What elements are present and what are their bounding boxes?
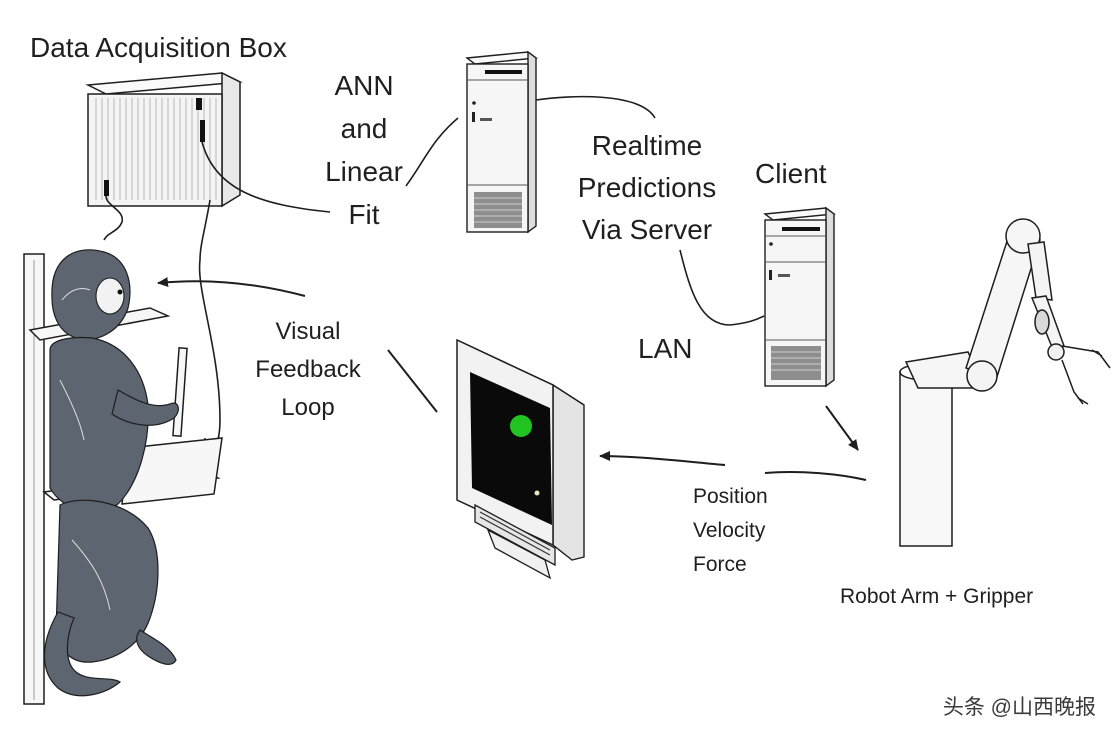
client-tower-icon bbox=[763, 206, 836, 388]
monkey-icon bbox=[23, 249, 223, 705]
client-label: Client bbox=[755, 158, 827, 189]
client-to-robot-arrow bbox=[825, 405, 859, 451]
feedback-arrow bbox=[157, 277, 306, 297]
robot-feedback-line bbox=[764, 471, 867, 481]
data-acquisition-box-icon bbox=[85, 71, 243, 208]
data-acquisition-box-label: Data Acquisition Box bbox=[30, 32, 287, 63]
target-dot-icon bbox=[510, 415, 532, 437]
robot-arm-gripper-label: Robot Arm + Gripper bbox=[840, 585, 1034, 608]
arrows bbox=[157, 277, 867, 481]
realtime-predictions-label: Realtime Predictions Via Server bbox=[577, 130, 717, 245]
ann-linear-fit-label: ANN and Linear Fit bbox=[325, 70, 403, 230]
server-tower-icon bbox=[465, 50, 538, 234]
visual-feedback-loop-label: Visual Feedback Loop bbox=[255, 318, 361, 421]
robot-arm-icon bbox=[899, 218, 1111, 547]
monitor-icon bbox=[456, 338, 585, 580]
robot-to-monitor-arrow bbox=[599, 451, 726, 466]
monitor-to-monkey-line bbox=[387, 349, 438, 413]
watermark: 头条 @山西晚报 bbox=[942, 696, 1096, 719]
lan-label: LAN bbox=[638, 333, 693, 364]
cables bbox=[103, 95, 765, 465]
cursor-dot-icon bbox=[534, 490, 540, 496]
position-velocity-force-label: Position Velocity Force bbox=[693, 485, 768, 576]
